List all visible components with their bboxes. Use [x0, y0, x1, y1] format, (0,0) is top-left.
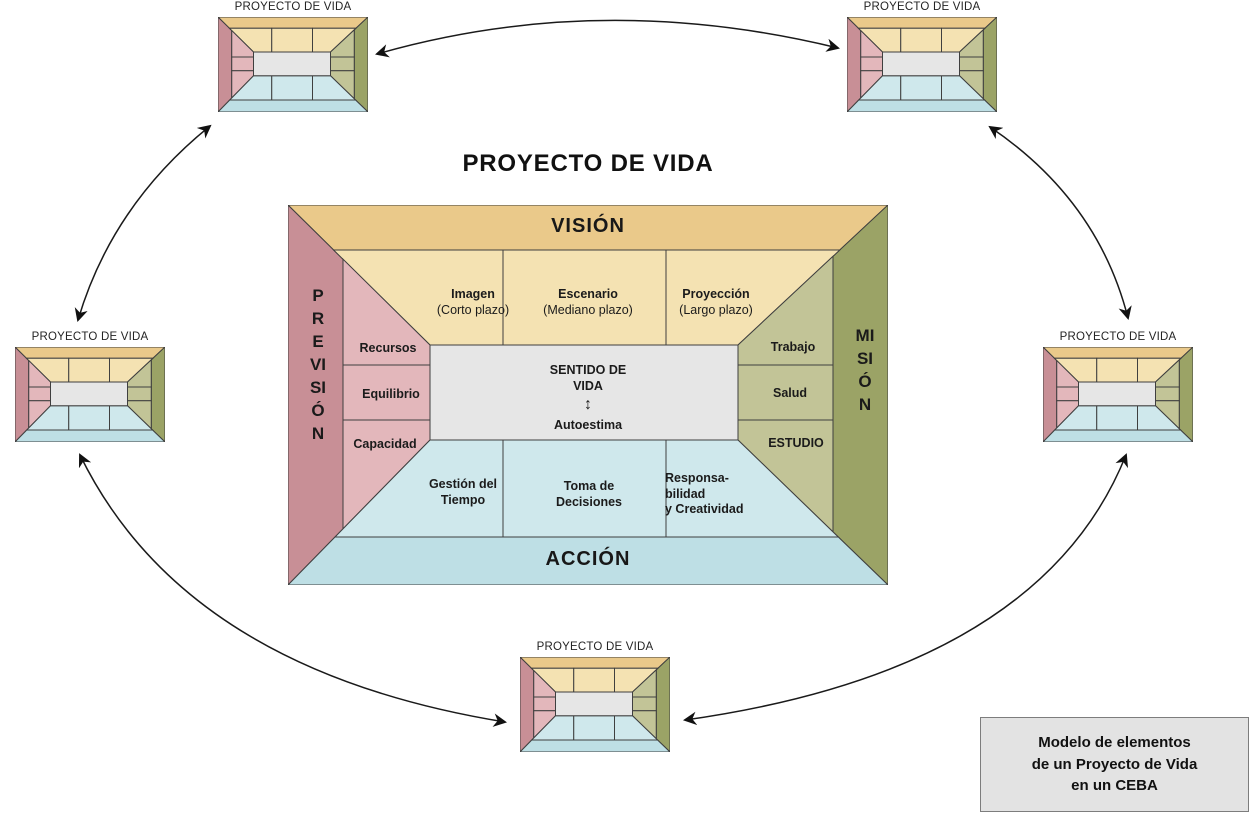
- prevision-band-label: PREVISIÓN: [309, 286, 327, 443]
- mini-label: PROYECTO DE VIDA: [234, 1, 352, 13]
- mini-frame-graphic: [15, 347, 165, 442]
- sentido-de-vida-label: SENTIDO DE VIDA: [549, 363, 627, 393]
- mini-frame-graphic: [520, 657, 670, 752]
- proyeccion-subtitle: (Largo plazo): [679, 302, 753, 317]
- proyeccion-cell-label: Proyección (Largo plazo): [679, 287, 753, 318]
- autoestima-label: Autoestima: [553, 418, 623, 432]
- mini-label: PROYECTO DE VIDA: [863, 1, 981, 13]
- escenario-subtitle: (Mediano plazo): [543, 302, 633, 317]
- equilibrio-cell-label: Equilibrio: [362, 387, 420, 401]
- mini-label: PROYECTO DE VIDA: [31, 331, 149, 343]
- cycle-arc-upper-left: [74, 124, 212, 322]
- cycle-arc-upper-right: [988, 125, 1132, 320]
- gestion-tiempo-cell-label: Gestión del Tiempo: [428, 477, 498, 507]
- salud-cell-label: Salud: [772, 386, 808, 400]
- mini-diagram-left: PROYECTO DE VIDA: [15, 330, 165, 442]
- mini-label: PROYECTO DE VIDA: [1059, 331, 1177, 343]
- mini-frame-graphic: [218, 17, 368, 112]
- recursos-cell-label: Recursos: [359, 341, 417, 355]
- mision-band-label: MISIÓN: [855, 326, 875, 414]
- vision-band-label: VISIÓN: [551, 215, 625, 237]
- legend-box: Modelo de elementos de un Proyecto de Vi…: [980, 717, 1249, 812]
- accion-band-label: ACCIÓN: [545, 548, 631, 570]
- responsabilidad-line1: Responsa-: [665, 471, 729, 485]
- mini-frame-graphic: [847, 17, 997, 112]
- responsabilidad-line3: y Creatividad: [665, 502, 744, 517]
- mini-diagram-top-left: PROYECTO DE VIDA: [218, 0, 368, 112]
- mini-label: PROYECTO DE VIDA: [536, 641, 654, 653]
- responsabilidad-cell-label: Responsa- bilidad y Creatividad: [665, 471, 775, 518]
- mini-frame-graphic: [1043, 347, 1193, 442]
- main-diagram: VISIÓN PREVISIÓN MISIÓN ACCIÓN Imagen (C…: [288, 205, 888, 585]
- estudio-cell-label: ESTUDIO: [768, 436, 824, 450]
- escenario-cell-label: Escenario (Mediano plazo): [543, 287, 633, 318]
- imagen-title: Imagen: [451, 287, 495, 301]
- proyeccion-title: Proyección: [682, 287, 750, 301]
- capacidad-cell-label: Capacidad: [353, 437, 417, 451]
- page-title: PROYECTO DE VIDA: [462, 150, 714, 177]
- toma-decisiones-cell-label: Toma de Decisiones: [555, 479, 622, 509]
- legend-line: de un Proyecto de Vida: [1031, 755, 1198, 773]
- legend-line: Modelo de elementos: [1038, 733, 1191, 751]
- mini-diagram-top-right: PROYECTO DE VIDA: [847, 0, 997, 112]
- responsabilidad-line2: bilidad: [665, 486, 706, 501]
- imagen-cell-label: Imagen (Corto plazo): [437, 287, 509, 318]
- cycle-arc-top: [375, 19, 840, 58]
- escenario-title: Escenario: [558, 287, 618, 301]
- trabajo-cell-label: Trabajo: [770, 340, 816, 354]
- mini-diagram-bottom: PROYECTO DE VIDA: [520, 640, 670, 752]
- updown-arrow-icon: ↕: [584, 396, 592, 413]
- imagen-subtitle: (Corto plazo): [436, 302, 510, 317]
- mini-diagram-right: PROYECTO DE VIDA: [1043, 330, 1193, 442]
- legend-line: en un CEBA: [1071, 777, 1158, 795]
